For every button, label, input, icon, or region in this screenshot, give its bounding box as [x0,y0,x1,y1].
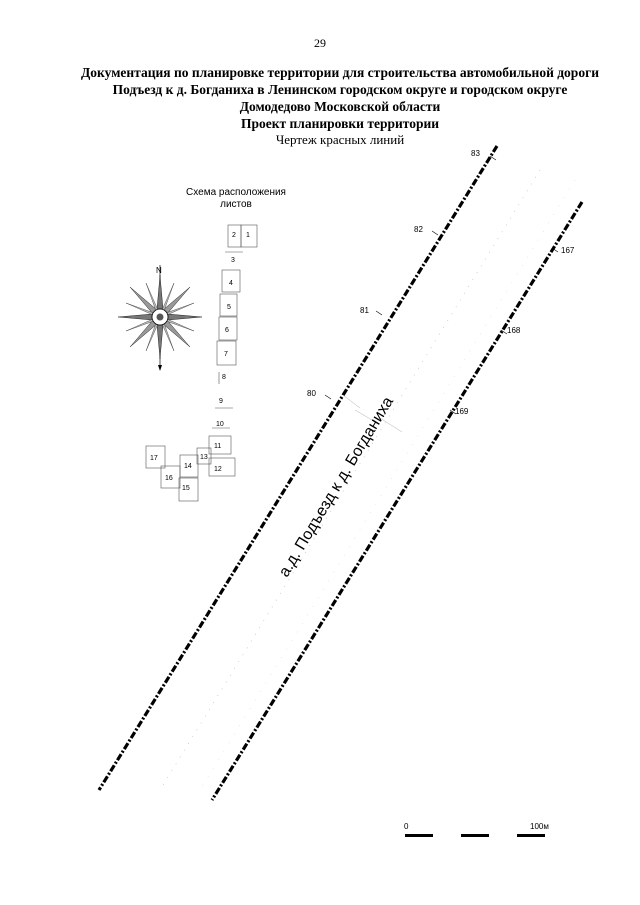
sheet-number-17: 17 [150,455,158,462]
picket-tick-80 [324,394,332,400]
sheet-scheme [145,224,258,502]
sheet-frame-15 [178,477,199,502]
compass-south-arrow [158,365,162,371]
sheet-number-8: 8 [222,374,226,381]
dimension-mark-2 [354,409,373,421]
scale-segment-3 [517,834,545,837]
sheet-scheme-numbers: 1 2 3 4 5 6 7 8 9 10 11 12 13 14 15 16 1… [150,232,250,492]
red-line-left [97,145,499,791]
sheet-number-4: 4 [229,280,233,287]
title-block: Документация по планировке территории дл… [60,64,620,148]
picket-label-168: 168 [507,326,521,335]
sheet-number-1: 1 [246,232,250,239]
sheet-scheme-caption-line-1: Схема расположения [186,187,286,198]
page-number: 29 [314,36,326,50]
scale-bar: 0 100м [404,822,549,837]
sheet-number-12: 12 [214,466,222,473]
dimension-marks [342,394,403,433]
sheet-frame-13 [196,447,212,465]
sheet-frame-11 [208,435,232,455]
compass-center-dot [156,313,164,321]
picket-ticks [324,155,559,415]
scale-end-label: 100м [530,822,549,831]
compass-north-label: N [156,266,162,275]
picket-tick-81 [375,310,383,316]
picket-tick-168 [500,329,508,335]
sheet-frame-17 [145,445,166,469]
scale-segment-1 [405,834,433,837]
dimension-mark-3 [379,417,403,433]
sheet-frame-6 [218,316,238,341]
picket-labels: 83 82 81 80 167 168 169 [307,149,575,416]
title-line-4: Проект планировки территории [240,116,440,131]
picket-label-82: 82 [414,225,423,234]
sheet-number-15: 15 [182,485,190,492]
sheet-frame-16 [160,465,181,489]
compass-ray-e [167,313,203,321]
drawing-subtitle: Чертеж красных линий [275,132,405,147]
red-line-right [210,201,584,801]
picket-tick-83 [489,155,497,161]
compass-ray-s [156,324,164,360]
scale-segment-2 [461,834,489,837]
picket-label-169: 169 [455,407,469,416]
sheet-frame-2 [227,224,242,248]
sheet-frame-12 [208,457,236,477]
road-name-label: а.д. Подъезд к д. Богданиха [276,394,397,580]
sheet-frame-4 [221,269,241,293]
compass-rose-icon: N [117,265,203,371]
title-line-1: Документация по планировке территории дл… [81,65,599,80]
sheet-number-7: 7 [224,351,228,358]
sheet-number-5: 5 [227,304,231,311]
sheet-number-3: 3 [231,257,235,264]
picket-label-81: 81 [360,306,369,315]
sheet-scheme-caption-line-2: листов [220,199,252,210]
sheet-number-13: 13 [200,454,208,461]
sheet-number-9: 9 [219,398,223,405]
road-boundaries [97,145,584,801]
title-line-2: Подъезд к д. Богданиха в Ленинском город… [112,82,568,97]
picket-label-80: 80 [307,389,316,398]
scale-start-label: 0 [404,822,409,831]
picket-tick-169 [449,409,457,415]
picket-label-83: 83 [471,149,480,158]
title-line-3: Домодедово Московской области [239,99,441,114]
sheet-number-10: 10 [216,421,224,428]
carriageway-edge [199,179,576,791]
sheet-number-6: 6 [225,327,229,334]
sheet-scheme-caption: Схема расположения листов [176,187,296,211]
sheet-frame-7 [216,340,237,366]
sheet-number-2: 2 [232,232,236,239]
sheet-number-11: 11 [214,443,221,450]
sheet-frame-5 [219,293,238,317]
compass-ray-w [117,313,153,321]
dimension-mark-1 [342,394,361,409]
picket-label-167: 167 [561,246,575,255]
sheet-number-16: 16 [165,475,173,482]
picket-tick-167 [551,247,559,253]
picket-tick-82 [431,230,439,236]
sheet-number-14: 14 [184,463,192,470]
compass-ray-n [156,274,164,310]
